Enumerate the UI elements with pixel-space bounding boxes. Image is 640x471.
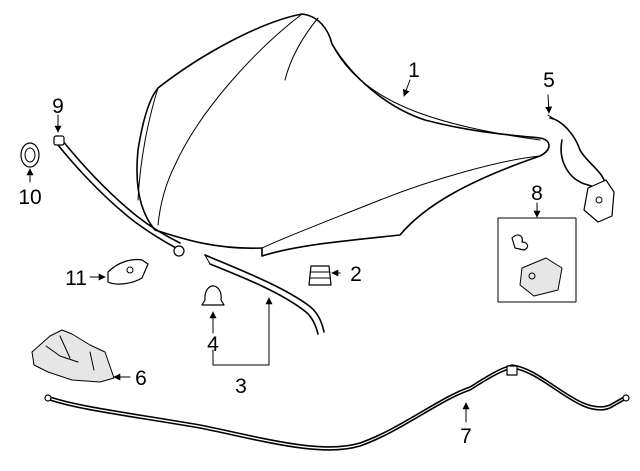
release-cable-part[interactable] (44, 364, 630, 451)
callout-2: 2 (350, 263, 362, 286)
callout-5: 5 (543, 69, 555, 92)
cushion-part[interactable] (308, 265, 332, 286)
hood-prop-rod-part[interactable] (53, 135, 185, 257)
callout-4: 4 (207, 333, 219, 356)
hood-hinge-part[interactable] (547, 114, 615, 223)
hood-lock-part[interactable] (31, 329, 115, 383)
latch-kit-part[interactable] (497, 217, 577, 303)
callout-8: 8 (531, 182, 543, 205)
grommet-part[interactable] (20, 142, 40, 168)
hood-part[interactable] (136, 13, 550, 257)
callout-9: 9 (52, 95, 64, 118)
callout-6: 6 (135, 367, 147, 390)
leader-lines (26, 79, 553, 423)
hood-seal-part[interactable] (204, 254, 325, 335)
callout-10: 10 (18, 186, 41, 209)
callout-3: 3 (235, 375, 247, 398)
callout-7: 7 (460, 425, 472, 448)
callout-1: 1 (408, 59, 420, 82)
seal-clip-part[interactable] (201, 285, 225, 306)
release-handle-part[interactable] (107, 258, 149, 285)
callout-11: 11 (65, 267, 87, 290)
